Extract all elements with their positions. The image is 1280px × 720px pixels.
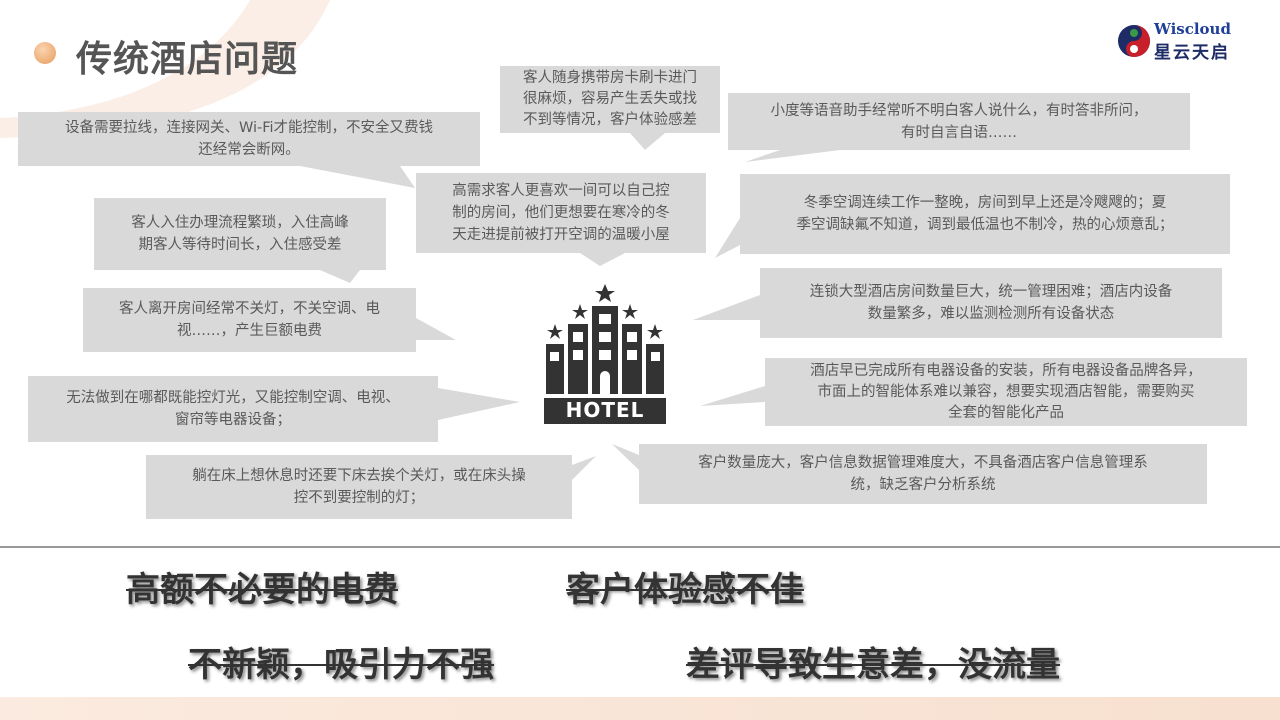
bubble-text: 视……，产生巨额电费 xyxy=(177,323,322,339)
bubble-text: 小度等语音助手经常听不明白客人说什么，有时答非所问， xyxy=(770,102,1148,119)
bubble-lights-left-on: 客人离开房间经常不关灯，不关空调、电视……，产生巨额电费 xyxy=(83,288,416,352)
bubble-text: 天走进提前被打开空调的温暖小屋 xyxy=(452,227,670,243)
bubble-text: 客户数量庞大，客户信息数据管理难度大，不具备酒店客户信息管理系 xyxy=(698,455,1148,471)
bubble-text: 数量繁多，难以监测检测所有设备状态 xyxy=(867,306,1115,322)
footer-band xyxy=(0,697,1280,720)
bubble-text: 还经常会断网。 xyxy=(198,142,300,158)
page-title: 传统酒店问题 xyxy=(76,39,299,80)
title-bullet-icon xyxy=(34,42,56,64)
bubble-customer-data: 客户数量庞大，客户信息数据管理难度大，不具备酒店客户信息管理系统，缺乏客户分析系… xyxy=(639,444,1207,504)
bubble-tails xyxy=(300,133,840,480)
bubble-text: 有时自言自语…… xyxy=(901,124,1017,141)
bubble-text: 冬季空调连续工作一整晚，房间到早上还是冷飕飕的；夏 xyxy=(803,195,1167,211)
bubble-text: 客人随身携带房卡刷卡进门 xyxy=(523,70,697,86)
divider xyxy=(0,546,1280,548)
bubble-room-card: 客人随身携带房卡刷卡进门很麻烦，容易产生丢失或找不到等情况，客户体验感差 xyxy=(500,66,720,133)
bubble-text: 客人离开房间经常不关灯，不关空调、电 xyxy=(119,301,380,317)
bubble-text: 躺在床上想休息时还要下床去挨个关灯，或在床头操 xyxy=(192,468,526,484)
logo-swirl-icon xyxy=(1118,25,1150,57)
bubble-text: 很麻烦，容易产生丢失或找 xyxy=(523,91,697,107)
bubble-text: 不到等情况，客户体验感差 xyxy=(523,112,697,128)
summary-not-novel: 不新颖，吸引力不强 xyxy=(188,637,494,686)
bubble-text: 季空调缺氟不知道，调到最低温也不制冷，热的心烦意乱； xyxy=(796,217,1174,233)
logo-text-cn: 星云天启 xyxy=(1154,43,1230,63)
bubble-air-conditioning: 冬季空调连续工作一整晚，房间到早上还是冷飕飕的；夏季空调缺氟不知道，调到最低温也… xyxy=(740,174,1230,254)
bubble-text: 无法做到在哪都既能控灯光，又能控制空调、电视、 xyxy=(66,390,400,406)
bubble-text: 连锁大型酒店房间数量巨大，统一管理困难；酒店内设备 xyxy=(809,284,1173,300)
summary-poor-experience: 客户体验感不佳 xyxy=(566,562,804,611)
bubble-text: 市面上的智能体系难以兼容，想要实现酒店智能，需要购买 xyxy=(817,383,1195,400)
bubble-chain-management: 连锁大型酒店房间数量巨大，统一管理困难；酒店内设备数量繁多，难以监测检测所有设备… xyxy=(760,268,1222,338)
summary-bad-reviews: 差评导致生意差，没流量 xyxy=(686,637,1060,686)
bubble-text: 控不到要控制的灯； xyxy=(293,490,425,506)
bubble-text: 全套的智能化产品 xyxy=(948,404,1064,421)
summary-electricity-cost: 高额不必要的电费 xyxy=(126,562,398,611)
bubble-text: 窗帘等电器设备； xyxy=(175,412,291,428)
logo: Wiscloud 星云天启 xyxy=(1116,20,1248,63)
bubble-text: 客人入住办理流程繁琐，入住高峰 xyxy=(131,215,349,231)
bubble-text: 期客人等待时间长，入住感受差 xyxy=(138,237,342,253)
bubble-bedside-lights: 躺在床上想休息时还要下床去挨个关灯，或在床头操控不到要控制的灯； xyxy=(146,455,572,519)
bubble-text: 设备需要拉线，连接网关、Wi-Fi才能控制，不安全又费钱 xyxy=(64,120,434,136)
logo-text-en: Wiscloud xyxy=(1154,20,1231,38)
bubble-device-control: 无法做到在哪都既能控灯光，又能控制空调、电视、窗帘等电器设备； xyxy=(28,376,438,442)
bubble-compatibility: 酒店早已完成所有电器设备的安装，所有电器设备品牌各异， 市面上的智能体系难以兼容，… xyxy=(765,358,1247,426)
bubble-text: 统，缺乏客户分析系统 xyxy=(850,477,996,493)
decorative-arc xyxy=(0,0,330,138)
hotel-label: HOTEL xyxy=(565,398,645,422)
bubble-text: 制的房间，他们更想要在寒冷的冬 xyxy=(452,205,670,221)
hotel-icon: HOTEL xyxy=(540,282,670,428)
bubble-text: 高需求客人更喜欢一间可以自己控 xyxy=(452,183,670,199)
bubble-wiring: 设备需要拉线，连接网关、Wi-Fi才能控制，不安全又费钱还经常会断网。 xyxy=(18,112,480,166)
bubble-voice-assistant: 小度等语音助手经常听不明白客人说什么，有时答非所问， 有时自言自语…… xyxy=(728,93,1190,150)
bubble-high-demand: 高需求客人更喜欢一间可以自己控制的房间，他们更想要在寒冷的冬天走进提前被打开空调… xyxy=(416,173,706,253)
bubble-text: 酒店早已完成所有电器设备的安装，所有电器设备品牌各异， xyxy=(810,362,1202,379)
bubble-check-in: 客人入住办理流程繁琐，入住高峰期客人等待时间长，入住感受差 xyxy=(94,198,386,270)
